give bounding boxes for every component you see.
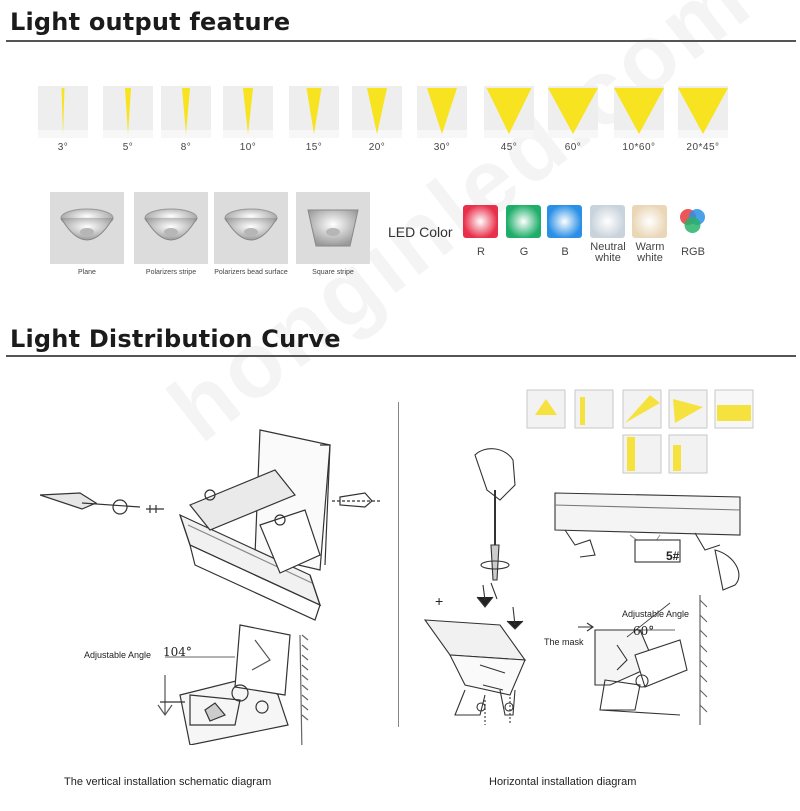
led-color-swatch [547,205,582,238]
title-rule [6,40,796,42]
beam-angle-tile [417,86,467,138]
led-color-swatch [675,205,710,238]
light-output-title: Light output feature [10,8,291,36]
beam-angle-label: 10° [239,142,257,153]
led-color-label: G [519,246,529,258]
vertical-caption: The vertical installation schematic diag… [64,776,272,788]
led-color-swatch [590,205,625,238]
beam-angle-tile [38,86,88,138]
led-color-label: R [477,246,485,258]
beam-angle-label: 15° [305,142,323,153]
vertical-install-illustration [40,429,380,745]
led-color-title: LED Color [388,224,453,240]
beam-angle-label: 30° [433,142,451,153]
horizontal-install-illustration [423,389,754,725]
lens-thumbnail [296,192,370,264]
beam-angle-label: 5° [122,142,134,153]
beam-angle-tile [548,86,598,138]
beam-angle-label: 3° [57,142,69,153]
horizontal-caption: Horizontal installation diagram [489,776,637,788]
diagram-divider [398,402,399,727]
led-color-label: Warm white [635,241,665,264]
beam-angle-tile [289,86,339,138]
led-color-label: Neutral white [590,241,626,264]
beam-angle-tile [223,86,273,138]
plus-sign: + [435,593,444,609]
beam-angle-tile [484,86,534,138]
lens-label: Square stripe [312,269,354,276]
lens-thumbnail [50,192,124,264]
vertical-angle-value: 104° [163,645,192,659]
horizontal-angle-label: Adjustable Angle [622,609,690,619]
distribution-rule [6,355,796,357]
lens-label: Polarizers stripe [145,269,197,276]
lens-label: Plane [78,269,96,276]
part-number-label: 5# [666,549,680,563]
lens-label: Polarizers bead surface [214,269,288,276]
horizontal-angle-value: 60° [633,624,655,638]
led-color-swatch [632,205,667,238]
beam-angle-label: 20*45° [686,142,720,153]
led-color-swatch [463,205,498,238]
led-color-label: B [561,246,569,258]
led-color-label: RGB [681,246,705,258]
vertical-angle-label: Adjustable Angle [84,650,152,660]
beam-angle-label: 10*60° [622,142,656,153]
beam-angle-label: 20° [368,142,386,153]
beam-angle-tile [678,86,728,138]
beam-angle-tile [103,86,153,138]
beam-angle-tile [352,86,402,138]
mask-label: The mask [544,637,584,647]
beam-angle-label: 45° [500,142,518,153]
led-color-swatch [506,205,541,238]
beam-angle-tile [614,86,664,138]
distribution-title: Light Distribution Curve [10,325,341,353]
lens-thumbnail [214,192,288,264]
beam-angle-label: 8° [180,142,192,153]
beam-angle-tile [161,86,211,138]
lens-thumbnail [134,192,208,264]
beam-angle-label: 60° [564,142,582,153]
